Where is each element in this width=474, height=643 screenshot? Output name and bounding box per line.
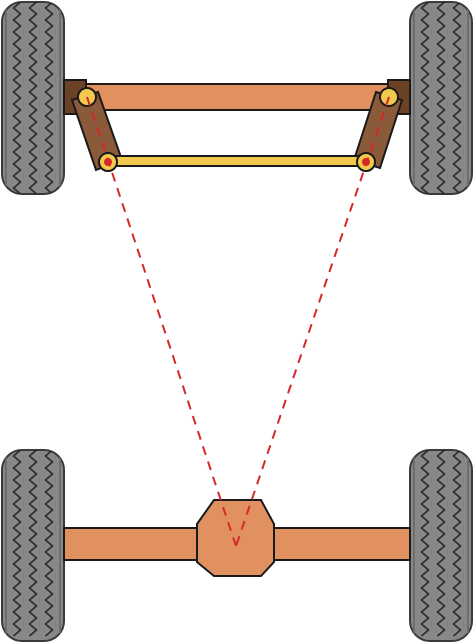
tread-groove bbox=[12, 2, 23, 194]
tie-rod bbox=[107, 155, 367, 167]
differential-housing bbox=[196, 499, 275, 577]
front-axle-beam bbox=[63, 83, 411, 111]
tread-groove bbox=[452, 450, 463, 637]
tread-groove bbox=[28, 2, 39, 194]
tread-groove bbox=[436, 2, 447, 194]
tread-groove bbox=[28, 450, 39, 637]
front-left-wheel bbox=[1, 1, 65, 195]
tread-groove bbox=[420, 2, 431, 194]
tread-groove bbox=[420, 450, 431, 637]
tread-groove bbox=[452, 2, 463, 194]
tread-groove bbox=[44, 450, 55, 637]
front-right-wheel bbox=[409, 1, 473, 195]
rear-right-wheel bbox=[409, 449, 473, 642]
tread-groove bbox=[44, 2, 55, 194]
tread-groove bbox=[12, 450, 23, 637]
tread-groove bbox=[436, 450, 447, 637]
rear-left-wheel bbox=[1, 449, 65, 642]
